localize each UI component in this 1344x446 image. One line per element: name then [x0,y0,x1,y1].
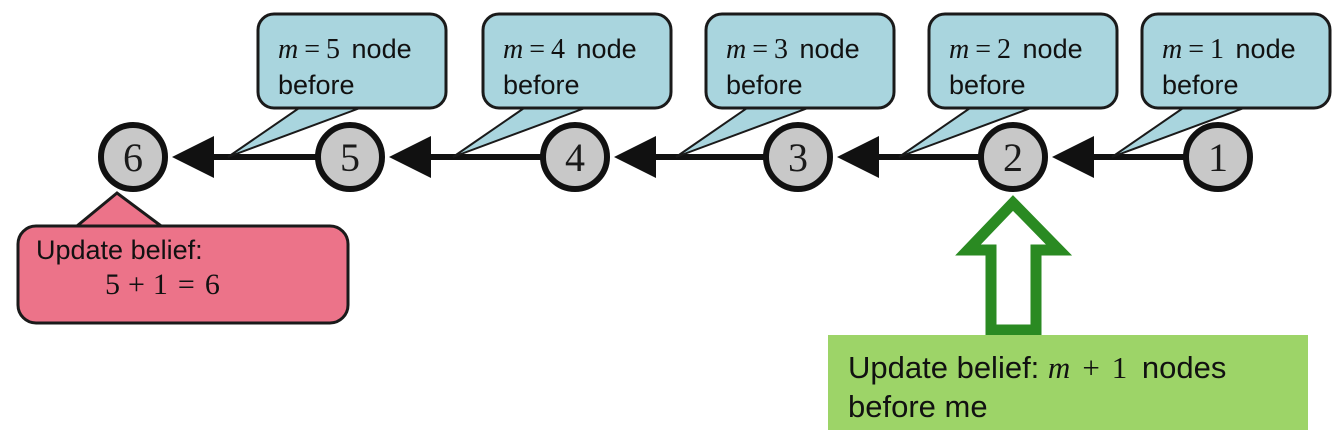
red-callout-line2: 5+1=6 [105,268,220,301]
callout-m1-line1: m=1 node [1162,34,1296,65]
green-up-arrow-icon [955,195,1073,336]
callout-m4-line1: m=4 node [503,34,637,65]
red-callout-box[interactable] [16,224,350,325]
green-callout-line2: before me [848,389,988,424]
node-4-circle[interactable] [540,122,610,192]
callout-m1-line2: before [1162,70,1239,100]
callout-m5-line2: before [278,70,355,100]
callout-m3-line1: m=3 node [726,34,860,65]
callout-m4-box[interactable] [481,12,673,110]
node-3-label: 3 [788,135,808,180]
green-callout-line1: Update belief: m+1 nodes [848,350,1226,385]
callout-m3[interactable]: m=3 node before [704,12,896,110]
callout-m2-line1: m=2 node [949,34,1083,65]
callout-m2-line2: before [949,70,1026,100]
callout-m5-line1: m=5 node [278,34,412,65]
callout-m2-box[interactable] [927,12,1119,110]
callout-m3-box[interactable] [704,12,896,110]
node-6[interactable]: 6 [98,122,168,192]
green-callout-box[interactable] [828,335,1308,430]
red-update-belief-callout[interactable]: Update belief: 5+1=6 [16,191,350,325]
node-1-circle[interactable] [1183,122,1253,192]
node-3-circle[interactable] [763,122,833,192]
node-5-label: 5 [340,135,360,180]
node-4-label: 4 [565,135,585,180]
node-3[interactable]: 3 [763,122,833,192]
callout-m4-line2: before [503,70,580,100]
callout-m5[interactable]: m=5 node before [256,12,448,110]
node-5[interactable]: 5 [315,122,385,192]
node-2-circle[interactable] [978,122,1048,192]
callout-m2[interactable]: m=2 node before [927,12,1119,110]
callout-m1-box[interactable] [1140,12,1332,110]
node-5-circle[interactable] [315,122,385,192]
callout-m4[interactable]: m=4 node before [481,12,673,110]
red-callout-line1: Update belief: [36,235,203,265]
callout-m5-box[interactable] [256,12,448,110]
node-6-circle[interactable] [98,122,168,192]
callout-m1[interactable]: m=1 node before [1140,12,1332,110]
green-update-belief-callout[interactable]: Update belief: m+1 nodes before me [828,335,1308,430]
callout-m3-line2: before [726,70,803,100]
node-2-label: 2 [1003,135,1023,180]
node-1-label: 1 [1208,135,1228,180]
node-1[interactable]: 1 [1183,122,1253,192]
node-4[interactable]: 4 [540,122,610,192]
node-2[interactable]: 2 [978,122,1048,192]
node-6-label: 6 [123,135,143,180]
